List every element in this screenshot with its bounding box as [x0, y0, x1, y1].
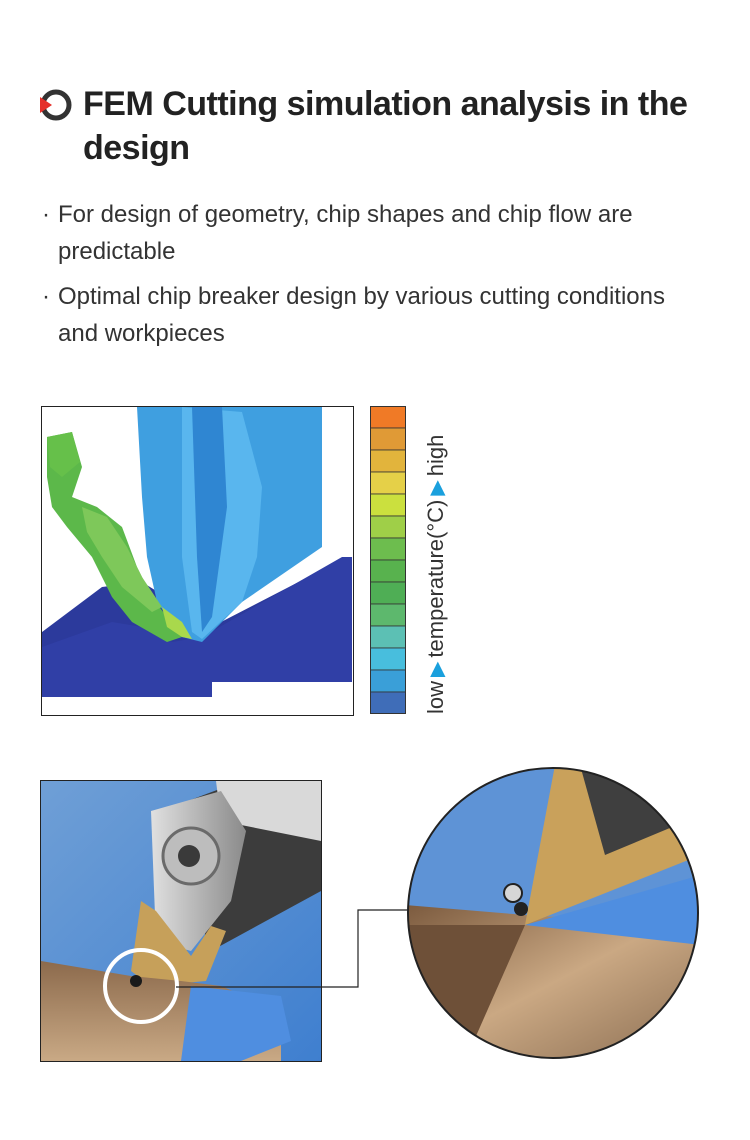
scale-color-cell: [370, 427, 406, 451]
bullet-list: · For design of geometry, chip shapes an…: [42, 196, 702, 360]
scale-color-cell: [370, 493, 406, 517]
bullet-marker: ·: [42, 201, 50, 228]
cutting-tool-photo: [40, 780, 322, 1062]
scale-title-label: temperature(°C): [423, 499, 448, 658]
scale-color-cell: [370, 691, 406, 714]
scale-color-cell: [370, 449, 406, 473]
scale-color-cell: [370, 603, 406, 627]
temperature-scale-label: low ▶ temperature(°C) ▶ high: [416, 404, 456, 714]
list-item: · Optimal chip breaker design by various…: [42, 278, 702, 352]
scale-color-cell: [370, 581, 406, 605]
scale-color-cell: [370, 515, 406, 539]
list-item: · For design of geometry, chip shapes an…: [42, 196, 702, 270]
scale-color-cell: [370, 406, 406, 429]
scale-color-cell: [370, 625, 406, 649]
page-title: FEM Cutting simulation analysis in the d…: [83, 85, 688, 167]
fem-simulation-image: [41, 406, 354, 716]
scale-color-cell: [370, 537, 406, 561]
scale-color-cell: [370, 471, 406, 495]
bullet-text: Optimal chip breaker design by various c…: [58, 283, 665, 347]
arrow-right-icon: ▶: [425, 480, 448, 496]
scale-color-cell: [370, 647, 406, 671]
arrow-right-icon: ▶: [425, 661, 448, 677]
bullet-marker: ·: [42, 283, 50, 310]
target-arrow-icon: [40, 89, 72, 121]
scale-color-cell: [370, 669, 406, 693]
bullet-text: For design of geometry, chip shapes and …: [58, 201, 633, 265]
scale-low-label: low: [423, 680, 448, 714]
temperature-color-scale: [370, 406, 406, 714]
scale-color-cell: [370, 559, 406, 583]
scale-high-label: high: [423, 434, 448, 477]
zoom-detail-circle: [407, 767, 699, 1059]
